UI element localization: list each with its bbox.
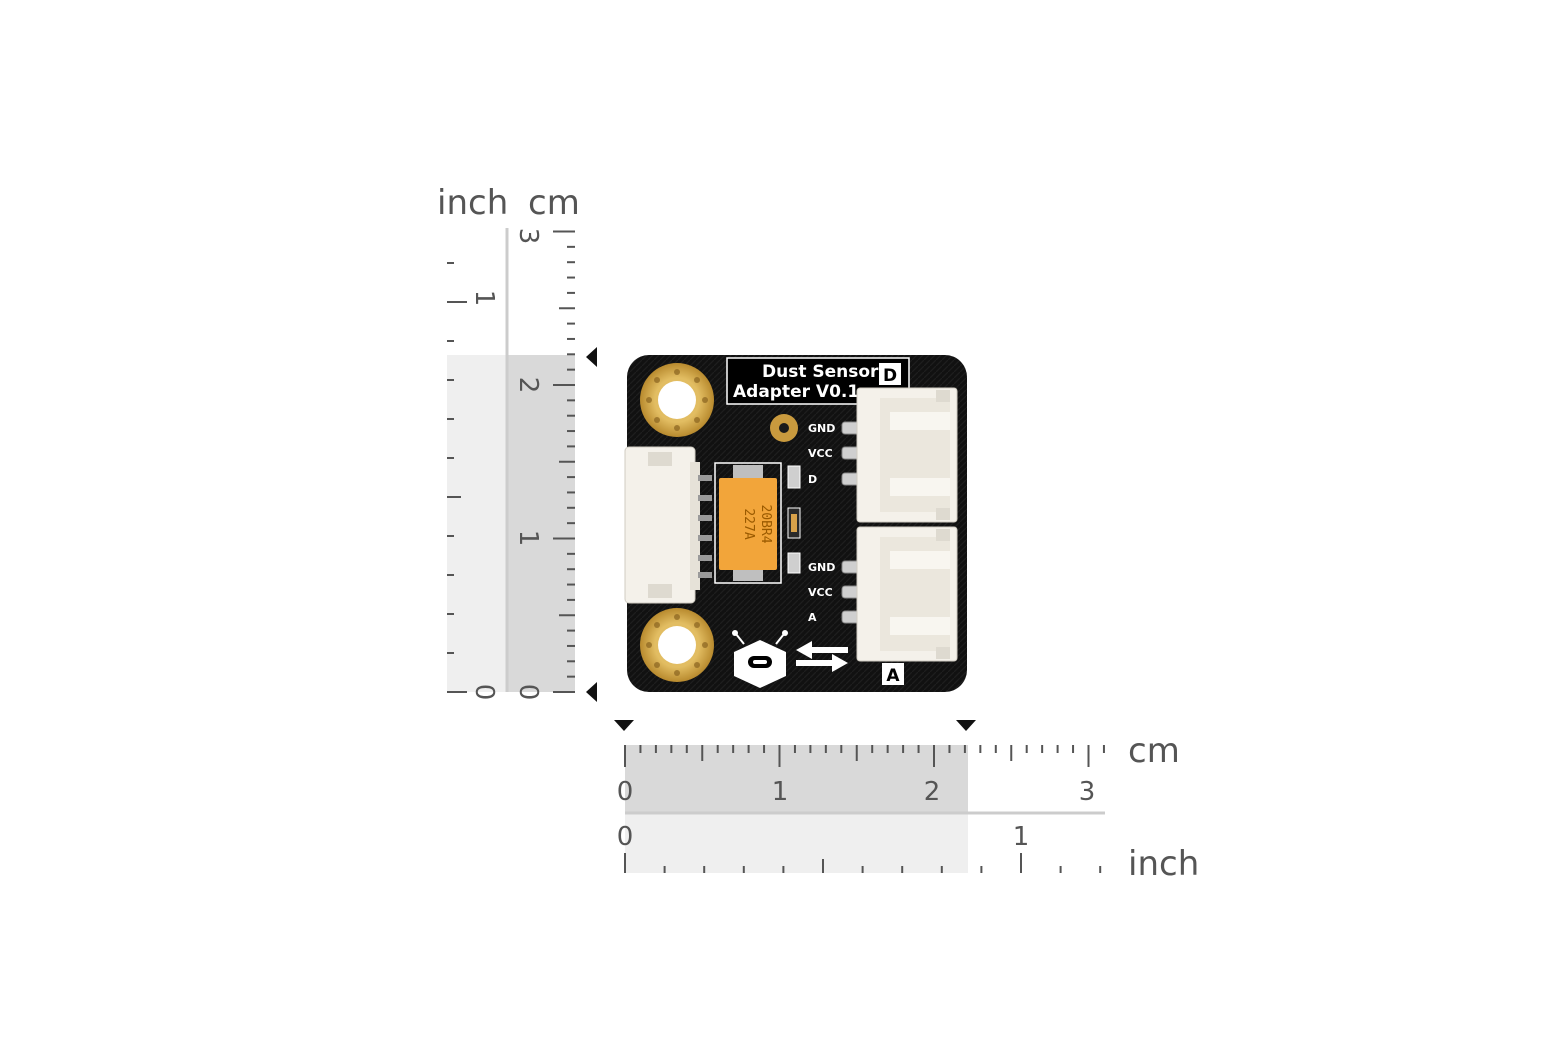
horizontal-ruler-inch-1: 1 xyxy=(1013,822,1030,852)
horizontal-ruler-inch-0: 0 xyxy=(617,822,634,852)
pin-label-a-gnd: GND xyxy=(808,561,835,574)
tantalum-capacitor: 227A 20BR4 xyxy=(714,462,782,584)
pin-label-a-signal: A xyxy=(808,611,817,624)
jst-connector-left xyxy=(624,446,712,604)
vertical-marker-bottom-icon xyxy=(586,682,597,702)
vertical-ruler-inch-1: 1 xyxy=(469,290,499,307)
board-title-line2: Adapter V0.1 xyxy=(733,382,859,402)
connector-digital xyxy=(856,387,958,523)
resistor-2 xyxy=(787,552,801,574)
resistor-1 xyxy=(787,465,801,489)
vertical-ruler-cm-label: cm xyxy=(528,183,580,223)
horizontal-ruler-cm-ticks xyxy=(624,745,1105,767)
horizontal-ruler-inch-ticks xyxy=(624,853,1102,873)
pin-label-d-gnd: GND xyxy=(808,422,835,435)
vertical-ruler-cm-shade xyxy=(507,355,575,692)
horizontal-marker-left-icon xyxy=(614,720,634,731)
horizontal-ruler-cm-2: 2 xyxy=(924,777,941,807)
horizontal-marker-right-icon xyxy=(956,720,976,731)
pin-label-a-vcc: VCC xyxy=(808,586,833,599)
badge-digital-label: D xyxy=(883,366,897,386)
horizontal-ruler-cm-0: 0 xyxy=(617,777,634,807)
horizontal-ruler-cm-1: 1 xyxy=(772,777,789,807)
pin-label-d-vcc: VCC xyxy=(808,447,833,460)
connector-analog xyxy=(856,526,958,662)
mounting-hole-bottom-icon xyxy=(640,608,714,682)
vertical-ruler-inch-ticks xyxy=(447,262,467,693)
board-title-line1: Dust Sensor xyxy=(762,362,879,382)
capacitor-marking-1: 227A xyxy=(741,508,756,539)
horizontal-ruler: 0 1 2 3 0 1 cm inch xyxy=(614,720,1199,884)
vertical-ruler-cm-2: 2 xyxy=(513,377,543,394)
horizontal-ruler-cm-label: cm xyxy=(1128,731,1180,771)
horizontal-ruler-inch-label: inch xyxy=(1128,844,1199,884)
mounting-hole-top-icon xyxy=(640,363,714,437)
pin-label-d-signal: D xyxy=(808,473,817,486)
horizontal-ruler-cm-shade xyxy=(625,745,968,813)
vertical-ruler-inch-shade xyxy=(447,355,507,692)
robot-logo-icon xyxy=(732,630,788,688)
badge-analog-label: A xyxy=(886,666,900,686)
vertical-marker-top-icon xyxy=(586,347,597,367)
vertical-ruler-inch-label: inch xyxy=(437,183,508,223)
vertical-ruler-cm-ticks xyxy=(553,230,575,693)
vertical-ruler-cm-0: 0 xyxy=(513,684,543,701)
capacitor-marking-2: 20BR4 xyxy=(758,504,773,543)
dust-sensor-adapter-board: Dust Sensor Adapter V0.1 D xyxy=(624,355,967,692)
vertical-ruler-cm-3: 3 xyxy=(513,228,543,245)
vertical-ruler-cm-1: 1 xyxy=(513,530,543,547)
horizontal-ruler-inch-shade xyxy=(625,813,968,873)
horizontal-ruler-cm-3: 3 xyxy=(1079,777,1096,807)
vertical-ruler: inch cm 0 1 2 3 0 1 xyxy=(437,183,597,702)
badge-analog xyxy=(882,663,904,685)
badge-digital xyxy=(879,363,901,385)
vertical-ruler-inch-0: 0 xyxy=(469,684,499,701)
bidirectional-arrow-icon xyxy=(796,641,848,672)
